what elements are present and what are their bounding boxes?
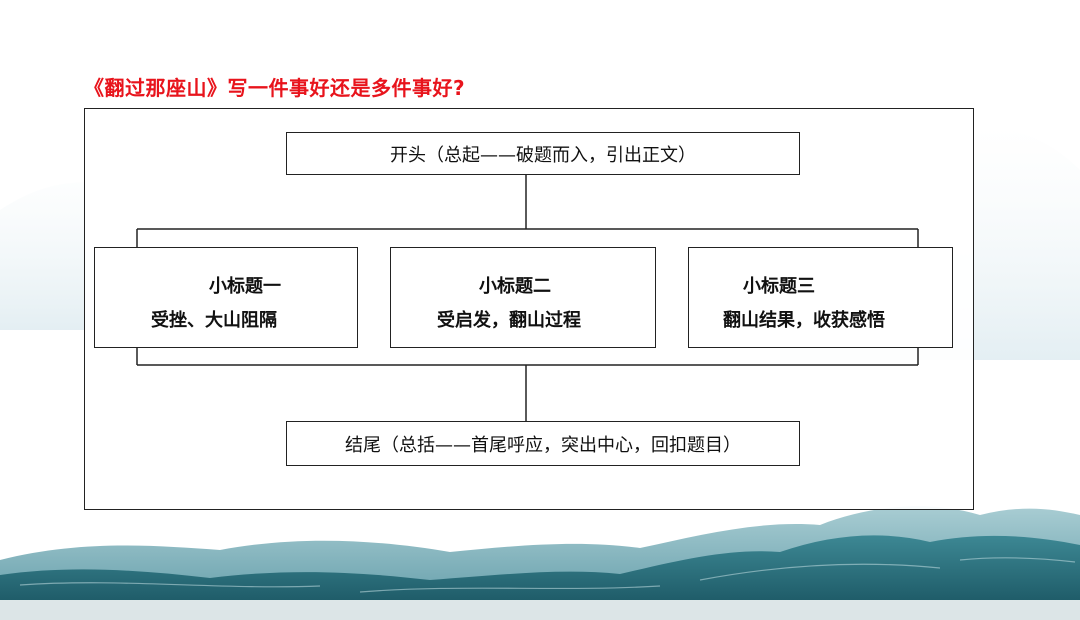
section-box-2: 小标题二 受启发，翻山过程 <box>390 247 656 348</box>
page-title: 《翻过那座山》写一件事好还是多件事好? <box>84 76 466 100</box>
section-3-text: 翻山结果，收获感悟 <box>723 310 885 331</box>
mountain-ridge-lines <box>19 557 1076 593</box>
ending-text: 结尾（总括——首尾呼应，突出中心，回扣题目） <box>345 434 741 456</box>
section-1-text: 受挫、大山阻隔 <box>151 310 277 331</box>
section-box-3: 小标题三 翻山结果，收获感悟 <box>688 247 953 348</box>
ending-box: 结尾（总括——首尾呼应，突出中心，回扣题目） <box>286 421 800 466</box>
section-2-text: 受启发，翻山过程 <box>437 310 581 331</box>
bottom-mist <box>0 600 1080 620</box>
opening-box: 开头（总起——破题而入，引出正文） <box>286 132 800 175</box>
section-2-heading: 小标题二 <box>479 276 551 297</box>
section-3-heading: 小标题三 <box>743 276 815 297</box>
opening-text: 开头（总起——破题而入，引出正文） <box>390 144 696 166</box>
section-1-heading: 小标题一 <box>209 276 281 297</box>
section-box-1: 小标题一 受挫、大山阻隔 <box>94 247 358 348</box>
near-mountains <box>0 535 1080 620</box>
